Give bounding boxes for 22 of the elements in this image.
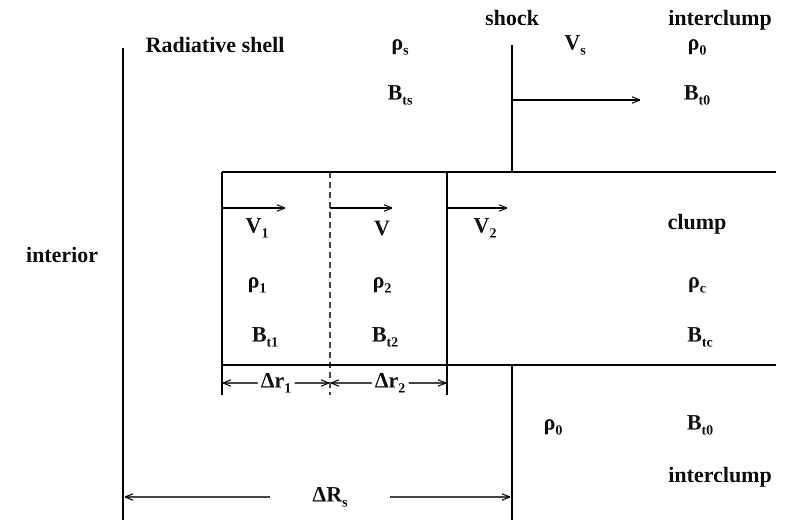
region-label: interclump	[668, 464, 772, 486]
region-label: interior	[26, 244, 98, 266]
variable-label: V$_{2}$	[474, 214, 496, 242]
region-label: Radiative shell	[146, 34, 284, 56]
variable-label: B$_{t0}$	[686, 412, 714, 438]
variable-label: ρ$_{c}$	[688, 270, 706, 296]
variable-label: V$_{s}$	[564, 32, 586, 58]
region-label: interclump	[668, 7, 772, 29]
variable-label: B$_{t0}$	[684, 82, 710, 108]
variable-label: ρ$_{0}$	[688, 32, 706, 58]
variable-label: B$_{t2}$	[372, 324, 398, 350]
variable-label: V	[374, 217, 390, 239]
variable-label: B$_{tc}$	[687, 324, 713, 350]
variable-label: ρ$_{0}$	[544, 412, 562, 438]
variable-label: V$_{1}$	[246, 214, 268, 242]
variable-label: ρ$_{2}$	[372, 270, 392, 296]
variable-label: B$_{ts}$	[388, 82, 412, 108]
variable-label: ρ$_{1}$	[248, 270, 266, 296]
variable-label: B$_{t1}$	[252, 324, 278, 350]
variable-label: ρ$_{s}$	[391, 32, 409, 58]
region-label: shock	[485, 7, 539, 29]
region-label: clump	[668, 211, 726, 233]
